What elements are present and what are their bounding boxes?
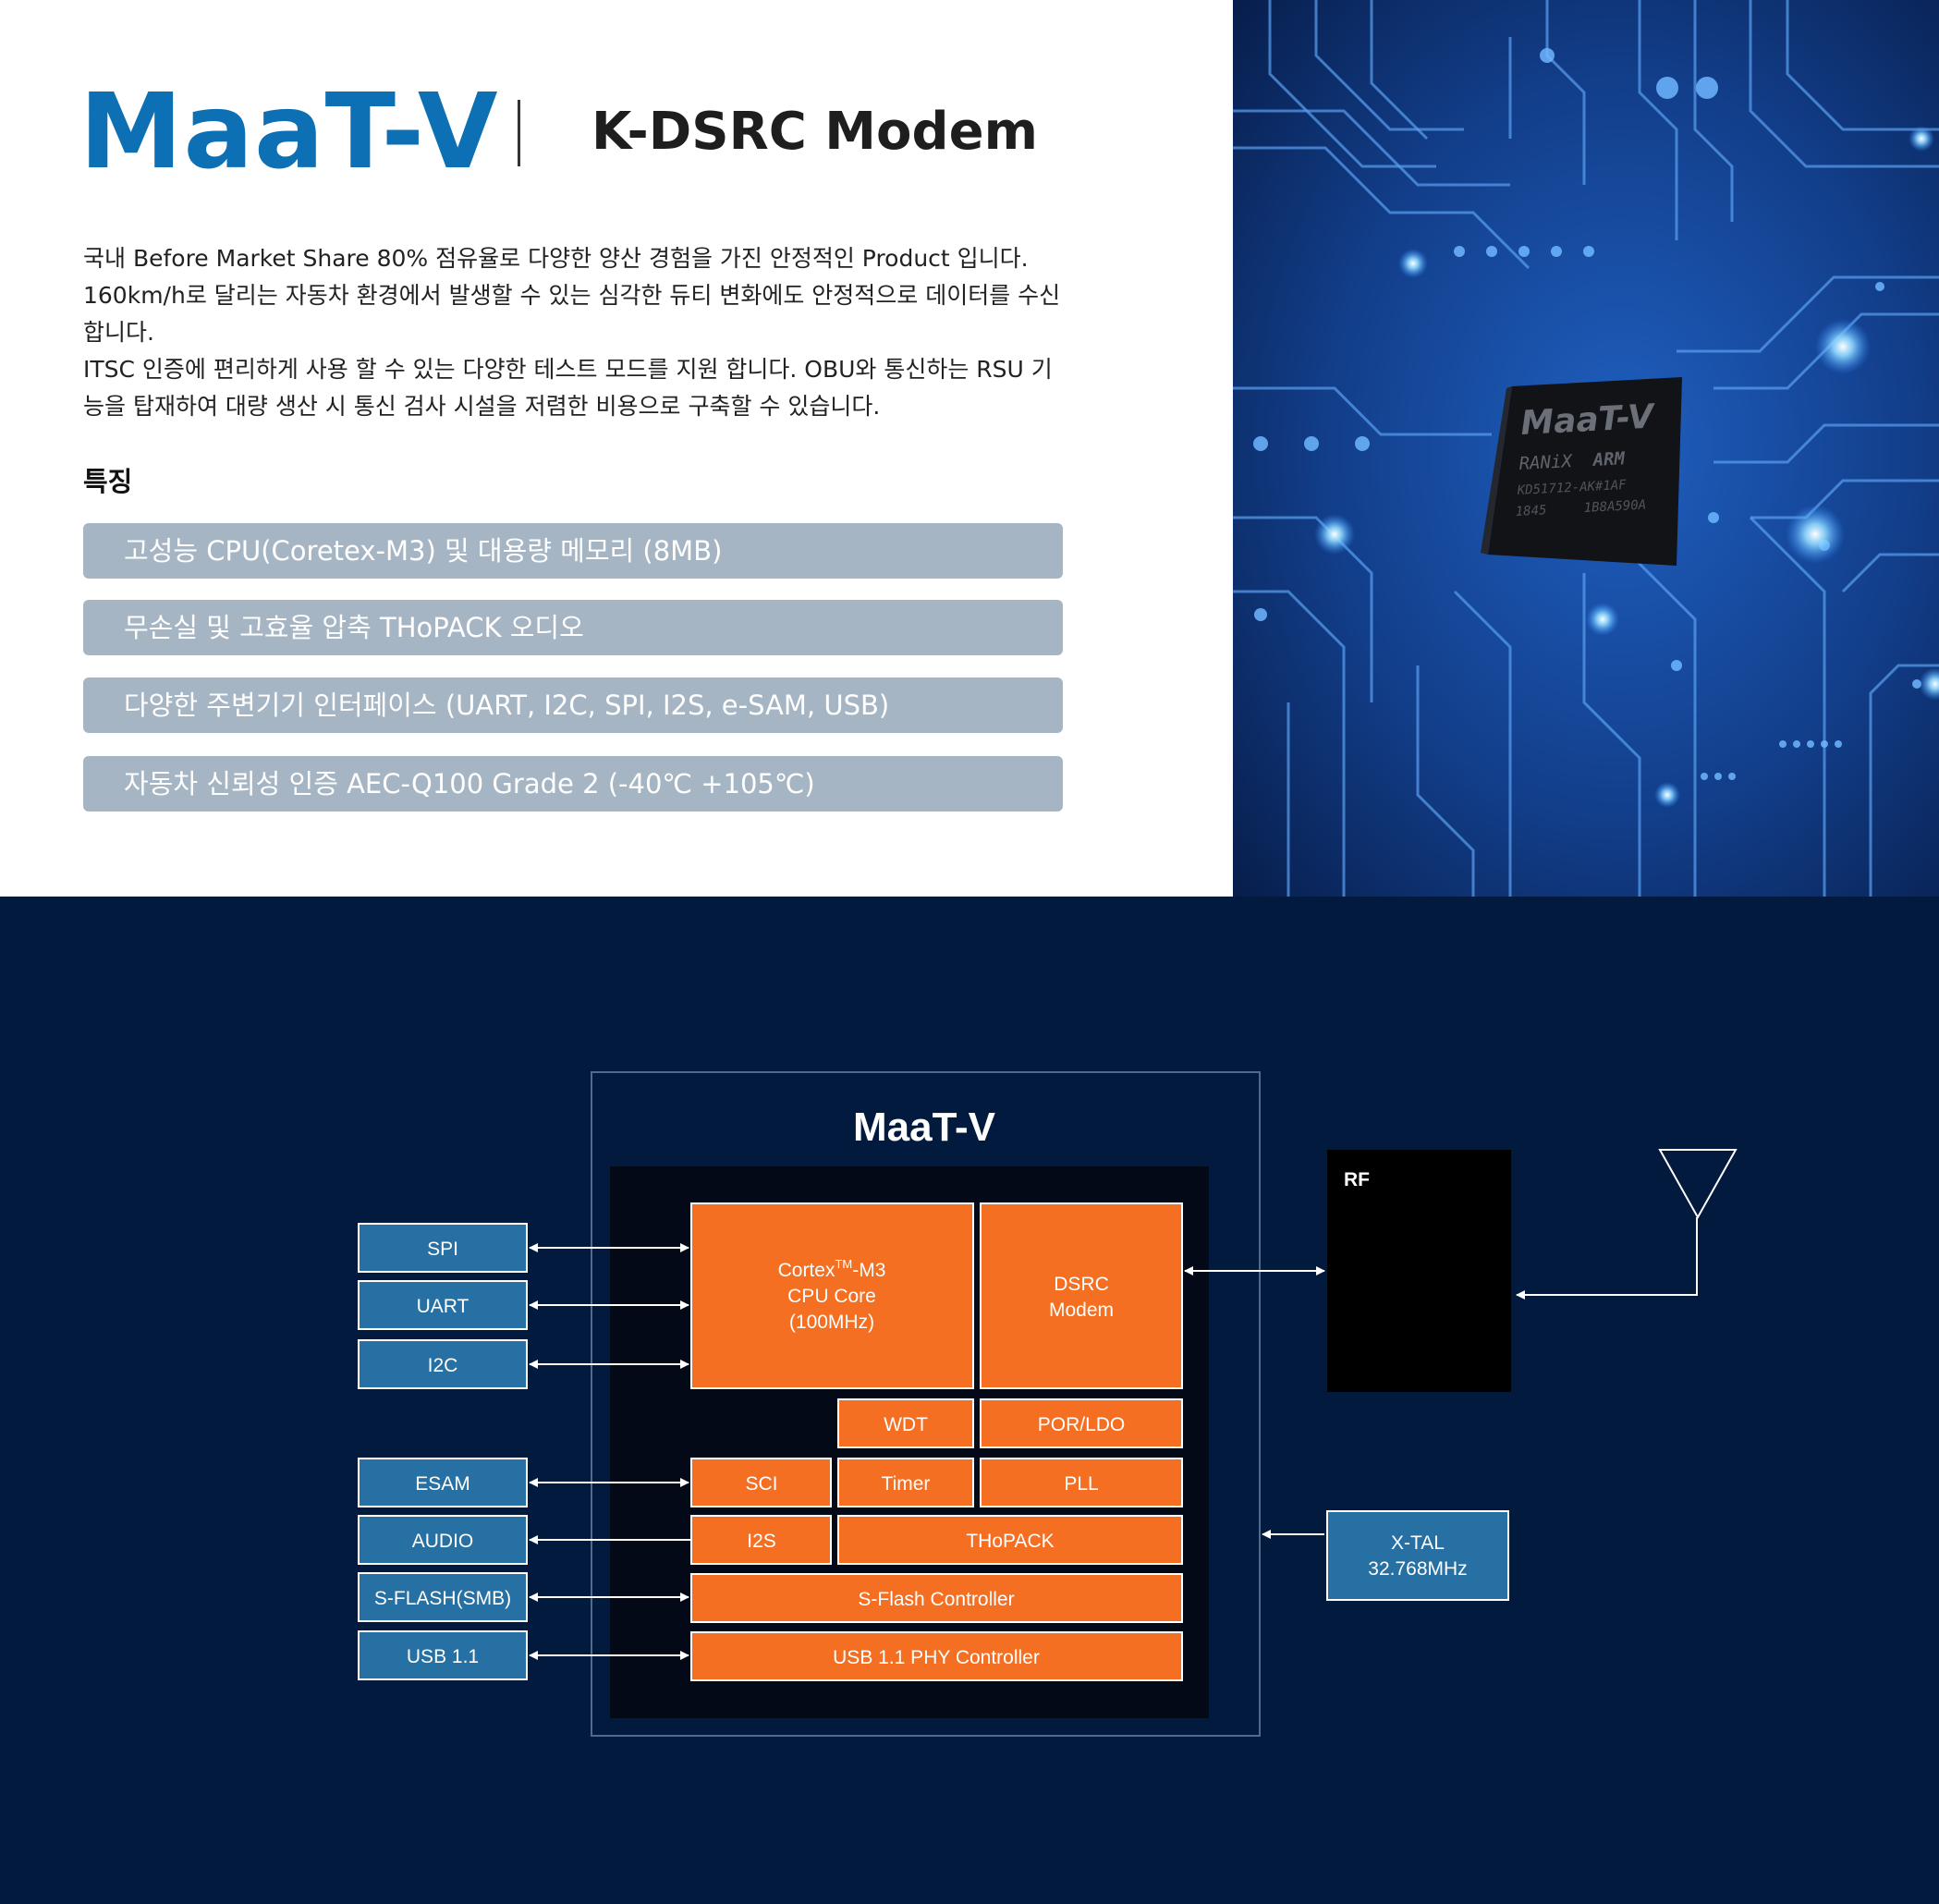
feature-item-reliability: 자동차 신뢰성 인증 AEC-Q100 Grade 2 (-40℃ +105℃) bbox=[83, 756, 1063, 812]
spi-box bbox=[358, 1223, 528, 1273]
spi-label: SPI bbox=[427, 1239, 458, 1260]
cpu-core-label-line3: (100MHz) bbox=[789, 1312, 874, 1333]
rf-block bbox=[1327, 1150, 1511, 1392]
usb-label: USB 1.1 bbox=[407, 1646, 479, 1667]
xtal-label-line2: 32.768MHz bbox=[1368, 1558, 1467, 1580]
timer-label: Timer bbox=[882, 1473, 931, 1495]
audio-box bbox=[358, 1515, 528, 1565]
chip-label-part-number: KD51712-AK#1AF bbox=[1516, 478, 1627, 498]
sflash-box bbox=[358, 1572, 528, 1622]
antenna-icon bbox=[1658, 1149, 1738, 1220]
title-divider bbox=[518, 100, 520, 166]
pll-block bbox=[980, 1458, 1183, 1507]
dsrc-modem-label-line2: Modem bbox=[1049, 1300, 1114, 1321]
usb-controller-label: USB 1.1 PHY Controller bbox=[833, 1647, 1040, 1668]
cpu-core-label-line1: CortexTM-M3 bbox=[778, 1257, 886, 1281]
pll-label: PLL bbox=[1064, 1473, 1098, 1495]
cpu-core-block bbox=[690, 1202, 974, 1389]
usb-controller-block bbox=[690, 1631, 1183, 1681]
feature-item-audio: 무손실 및 고효율 압축 THoPACK 오디오 bbox=[83, 600, 1063, 655]
sci-block bbox=[690, 1458, 832, 1507]
rf-label: RF bbox=[1344, 1169, 1370, 1190]
sflash-label: S-FLASH(SMB) bbox=[374, 1588, 511, 1609]
por-ldo-block bbox=[980, 1398, 1183, 1448]
external-interfaces: SPI UART I2C ESAM AUDIO S-FLASH(SMB) USB… bbox=[358, 1223, 528, 1680]
xtal-box bbox=[1326, 1510, 1509, 1601]
diagram-title: MaaT-V bbox=[853, 1105, 996, 1150]
feature-item-interfaces: 다양한 주변기기 인터페이스 (UART, I2C, SPI, I2S, e-S… bbox=[83, 677, 1063, 733]
i2s-block bbox=[690, 1515, 832, 1565]
description-paragraph-2: ITSC 인증에 편리하게 사용 할 수 있는 다양한 테스트 모드를 지원 합… bbox=[83, 356, 1053, 420]
circuit-board-image: MaaT-V RANiX ARM KD51712-AK#1AF 1845 1B8… bbox=[1233, 0, 1939, 897]
esam-box bbox=[358, 1458, 528, 1507]
chip-label-name: MaaT-V bbox=[1519, 397, 1657, 443]
feature-item-cpu: 고성능 CPU(Coretex-M3) 및 대용량 메모리 (8MB) bbox=[83, 523, 1063, 579]
usb-box bbox=[358, 1630, 528, 1680]
esam-label: ESAM bbox=[415, 1473, 470, 1495]
timer-block bbox=[837, 1458, 974, 1507]
chip: MaaT-V RANiX ARM KD51712-AK#1AF 1845 1B8… bbox=[1481, 377, 1682, 566]
chip-label-lot-code: 1B8A590A bbox=[1583, 497, 1646, 516]
i2s-label: I2S bbox=[747, 1531, 776, 1552]
dsrc-modem-block bbox=[980, 1202, 1183, 1389]
block-diagram: MaaT-V CortexTM-M3 CPU Core (100MHz) DSR… bbox=[358, 1071, 1738, 1737]
chip-label-date-code: 1845 bbox=[1515, 503, 1547, 519]
antenna-rf-arrow bbox=[1516, 1217, 1698, 1300]
cpu-core-label-line2: CPU Core bbox=[787, 1286, 876, 1307]
description-paragraph-1: 국내 Before Market Share 80% 점유율로 다양한 양산 경… bbox=[83, 245, 1061, 346]
thopack-block bbox=[837, 1515, 1183, 1565]
interface-arrows bbox=[529, 1217, 1698, 1660]
i2c-box bbox=[358, 1339, 528, 1389]
audio-label: AUDIO bbox=[412, 1531, 474, 1552]
sci-label: SCI bbox=[745, 1473, 777, 1495]
dsrc-modem-label-line1: DSRC bbox=[1054, 1274, 1109, 1295]
intro-section: MaaT-V K-DSRC Modem 국내 Before Market Sha… bbox=[0, 0, 1939, 897]
product-subtitle: K-DSRC Modem bbox=[591, 102, 1038, 162]
chip-label-arm: ARM bbox=[1591, 448, 1626, 470]
wdt-label: WDT bbox=[884, 1414, 928, 1435]
block-diagram-section: MaaT-V CortexTM-M3 CPU Core (100MHz) DSR… bbox=[0, 897, 1939, 1904]
sflash-controller-block bbox=[690, 1573, 1183, 1623]
product-description: 국내 Before Market Share 80% 점유율로 다양한 양산 경… bbox=[83, 240, 1063, 425]
wdt-block bbox=[837, 1398, 974, 1448]
thopack-label: THoPACK bbox=[966, 1531, 1054, 1552]
features-heading: 특징 bbox=[83, 466, 133, 497]
por-ldo-label: POR/LDO bbox=[1038, 1414, 1126, 1435]
uart-box bbox=[358, 1280, 528, 1330]
i2c-label: I2C bbox=[428, 1355, 458, 1376]
chip-outline bbox=[591, 1071, 1261, 1737]
sflash-controller-label: S-Flash Controller bbox=[858, 1589, 1014, 1610]
uart-label: UART bbox=[417, 1296, 470, 1317]
xtal-label-line1: X-TAL bbox=[1391, 1532, 1445, 1554]
product-name: MaaT-V bbox=[79, 72, 499, 192]
chip-label-brand: RANiX bbox=[1518, 451, 1574, 474]
